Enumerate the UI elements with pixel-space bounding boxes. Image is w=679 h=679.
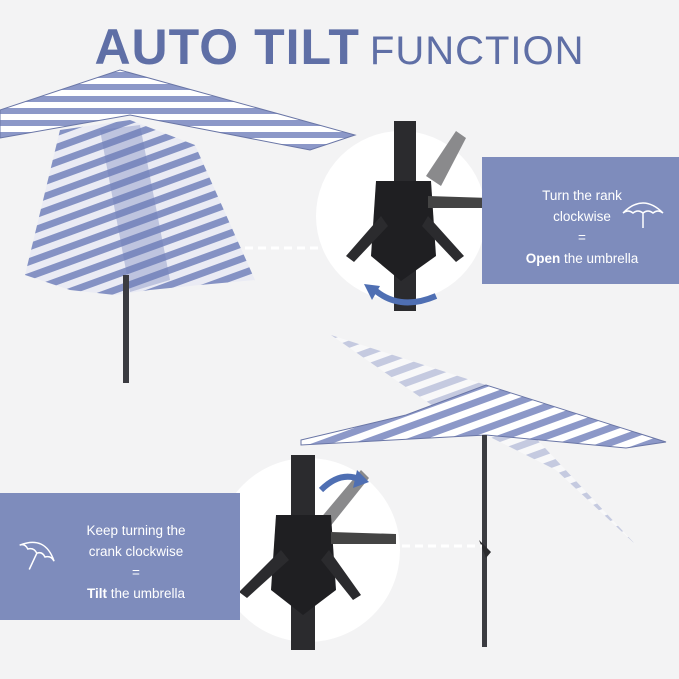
open-step-caption: Turn the rank clockwise = Open the umbre… — [512, 185, 652, 269]
connector-top — [245, 246, 325, 250]
crank-open-closeup — [316, 121, 486, 311]
tilt-step-action: Tilt — [86, 586, 107, 601]
open-step-equals: = — [578, 230, 586, 245]
crank-tilt-closeup — [216, 455, 400, 650]
tilt-step-rest: the umbrella — [106, 586, 186, 601]
closed-umbrella-image — [0, 69, 357, 383]
title-light: FUNCTION — [369, 29, 585, 73]
open-step-panel: Turn the rank clockwise = Open the umbre… — [482, 157, 679, 284]
tilt-step-line2: crank clockwise — [88, 544, 184, 559]
connector-bottom — [402, 544, 482, 548]
tilt-step-line4: Tilt the umbrella — [66, 583, 206, 604]
tilt-step-caption: Keep turning the crank clockwise = Tilt … — [66, 520, 206, 604]
open-step-line1: Turn the rank — [542, 188, 622, 203]
open-step-line4: Open the umbrella — [512, 248, 652, 269]
tilted-umbrella-image — [300, 335, 667, 647]
umbrella-tilt-icon — [19, 541, 55, 570]
title-bold: AUTO TILT — [94, 19, 360, 75]
open-step-action: Open — [525, 251, 561, 266]
open-step-line2: clockwise — [553, 209, 611, 224]
tilt-step-equals: = — [132, 565, 140, 580]
tilt-step-line1: Keep turning the — [86, 523, 186, 538]
umbrella-open-icon — [622, 202, 664, 228]
open-step-rest: the umbrella — [560, 251, 639, 266]
tilt-step-panel: Keep turning the crank clockwise = Tilt … — [0, 493, 240, 620]
